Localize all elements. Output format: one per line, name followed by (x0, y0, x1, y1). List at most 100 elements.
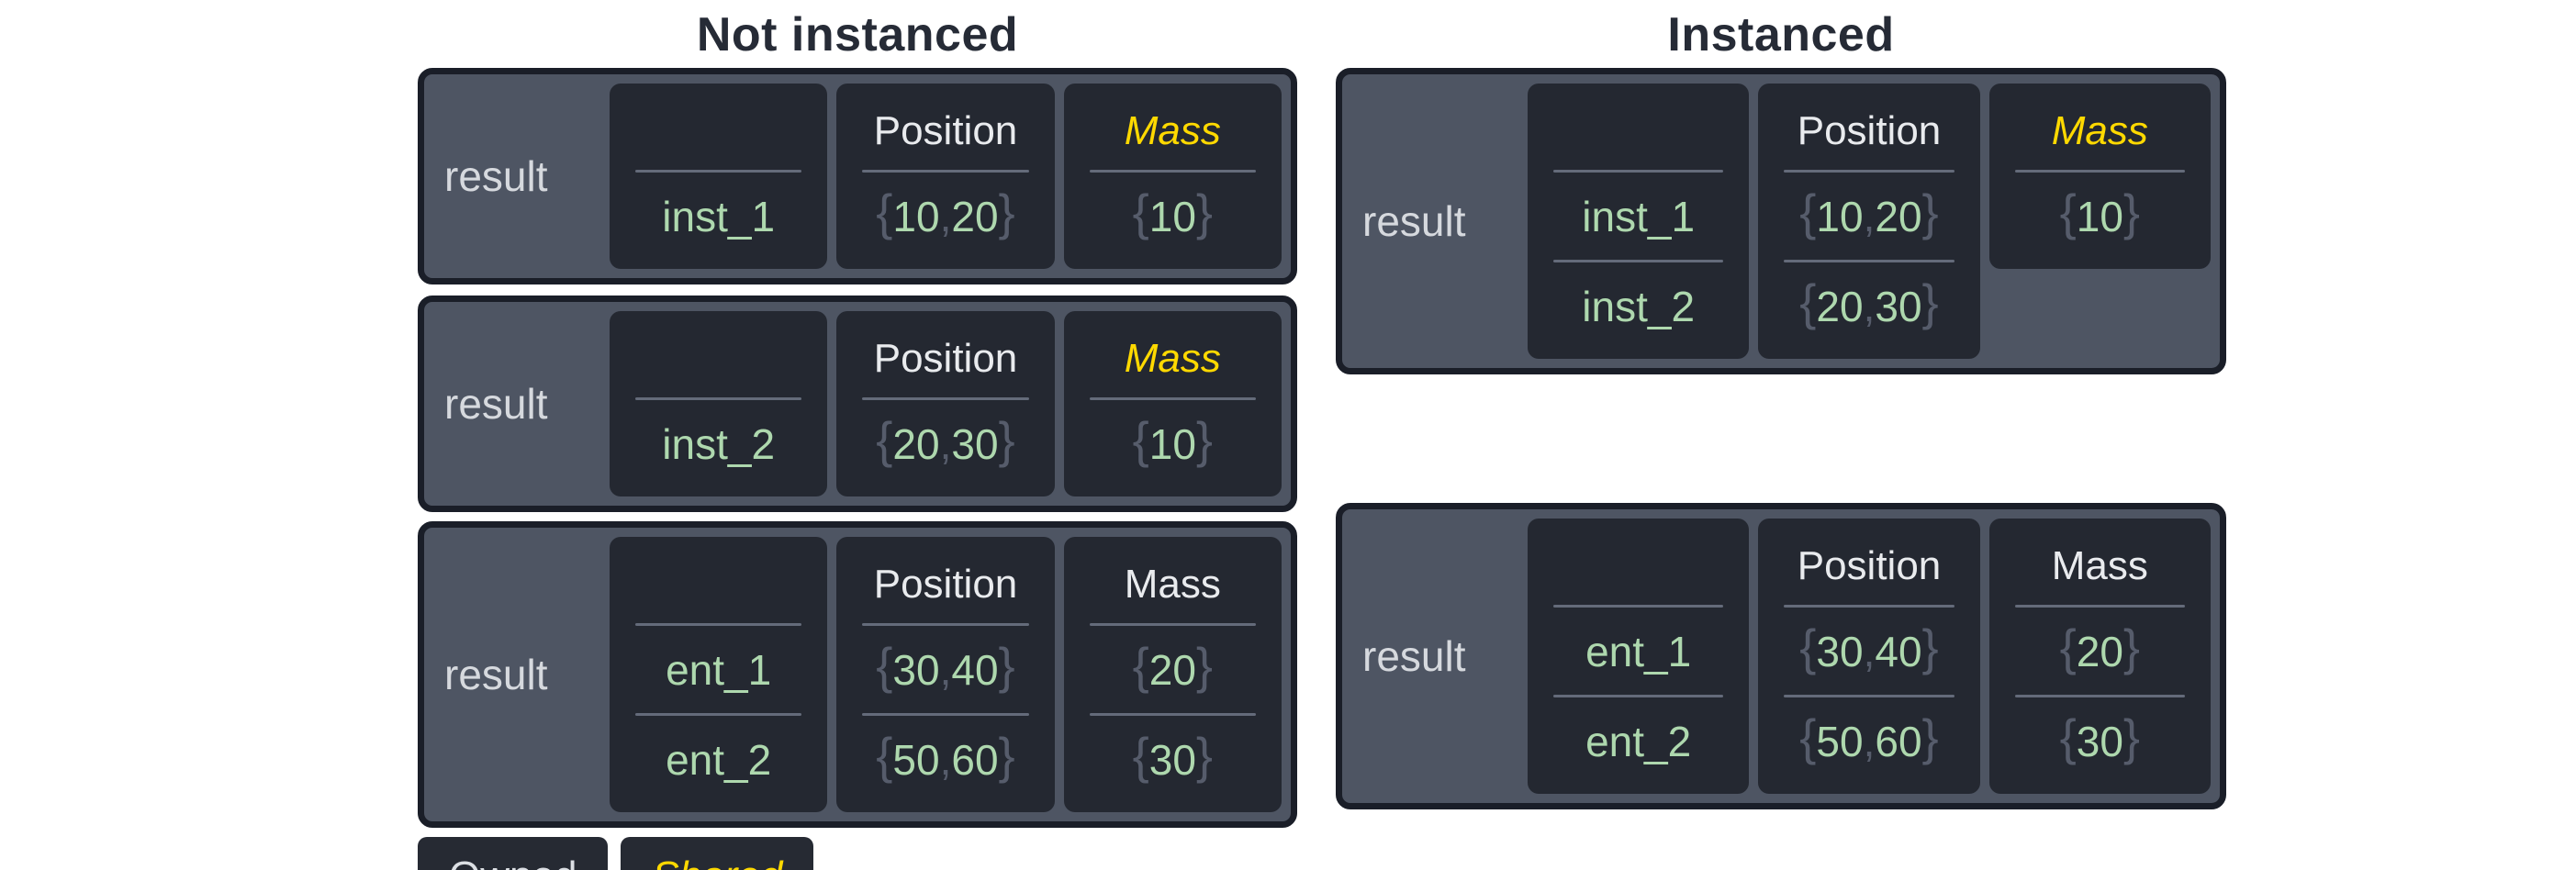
open-brace: { (1132, 412, 1149, 469)
close-brace: } (998, 638, 1015, 695)
column-header-position: Position (873, 108, 1018, 153)
value-number: 50 (892, 735, 940, 784)
header-separator (1784, 605, 1954, 608)
value-comma: , (939, 735, 952, 784)
mass-column: Mass {20} {30} (1063, 537, 1282, 812)
column-header-mass: Mass (2051, 543, 2148, 588)
result-table-not-instanced-2: result inst_2 Position {20, 30} Mass {10… (418, 296, 1297, 512)
mass-value-cell: {20} (1133, 626, 1213, 713)
open-brace: { (1132, 728, 1149, 785)
result-label: result (444, 380, 548, 428)
entity-name-cell: inst_2 (1582, 262, 1695, 350)
open-brace: { (1799, 619, 1817, 676)
position-column: Position {10, 20} (836, 84, 1055, 269)
position-value-cell: {50, 60} (1799, 697, 1938, 785)
header-separator (1784, 170, 1954, 173)
header-separator (635, 397, 802, 400)
open-brace: { (876, 184, 893, 241)
position-column: Position {20, 30} (836, 311, 1055, 496)
entity-name: inst_1 (662, 192, 776, 240)
entity-name: ent_1 (666, 645, 772, 694)
column-header-mass-shared: Mass (2051, 108, 2148, 153)
entity-name: inst_2 (1582, 282, 1696, 330)
open-brace: { (2059, 709, 2077, 766)
value-number: 40 (951, 645, 999, 694)
mass-column-shared-single: Mass {10} (1988, 84, 2211, 269)
header-separator (1089, 397, 1256, 400)
header-separator (2014, 605, 2185, 608)
value-comma: , (1863, 717, 1876, 765)
value-number: 20 (1816, 282, 1864, 330)
value-number: 10 (1816, 192, 1864, 240)
mass-column: Mass {10} (1063, 84, 1282, 269)
row-separator (1784, 695, 1954, 697)
open-brace: { (1799, 274, 1817, 331)
entity-name-cell: ent_2 (666, 716, 771, 803)
value-number: 50 (1816, 717, 1864, 765)
value-comma: , (939, 192, 952, 240)
close-brace: } (1921, 709, 1939, 766)
result-table-instanced-1: result inst_1 inst_2 Position {10, 20} {… (1336, 68, 2226, 374)
position-column: Position {30, 40} {50, 60} (1758, 519, 1980, 794)
value-comma: , (1863, 192, 1876, 240)
not-instanced-column: Not instanced result inst_1 Position {10… (418, 9, 1297, 870)
value-number: 10 (1148, 419, 1196, 468)
column-header-position: Position (1797, 543, 1942, 588)
mass-value-cell: {30} (2060, 697, 2140, 785)
close-brace: } (2122, 184, 2141, 241)
mass-value-cell: {20} (2060, 608, 2140, 695)
close-brace: } (1195, 412, 1214, 469)
entity-name: inst_1 (1582, 192, 1696, 240)
column-header-position: Position (873, 562, 1018, 607)
value-number: 10 (1148, 192, 1196, 240)
header-separator (1553, 170, 1724, 173)
close-brace: } (998, 412, 1015, 469)
header-separator (862, 397, 1029, 400)
open-brace: { (1799, 184, 1817, 241)
row-separator (2014, 695, 2185, 697)
instanced-column: Instanced result inst_1 inst_2 Position … (1336, 9, 2226, 809)
column-header-mass-shared: Mass (1124, 336, 1221, 381)
open-brace: { (2059, 184, 2077, 241)
close-brace: } (998, 184, 1015, 241)
open-brace: { (876, 412, 893, 469)
header-separator (635, 623, 802, 626)
value-number: 10 (2076, 192, 2123, 240)
value-number: 20 (2076, 627, 2123, 675)
close-brace: } (2122, 619, 2141, 676)
open-brace: { (1132, 184, 1149, 241)
close-brace: } (1195, 638, 1214, 695)
header-separator (2014, 170, 2185, 173)
row-separator (1553, 695, 1724, 697)
open-brace: { (876, 728, 893, 785)
entity-name-cell: ent_1 (1585, 608, 1691, 695)
close-brace: } (1195, 184, 1214, 241)
entity-name-cell: inst_1 (662, 173, 775, 260)
row-separator (862, 713, 1029, 716)
position-value-cell: {30, 40} (876, 626, 1014, 713)
value-number: 20 (951, 192, 999, 240)
open-brace: { (2059, 619, 2077, 676)
value-number: 20 (1148, 645, 1196, 694)
header-separator (1553, 605, 1724, 608)
value-number: 30 (1816, 627, 1864, 675)
result-label: result (444, 651, 548, 698)
value-number: 40 (1875, 627, 1922, 675)
close-brace: } (2122, 709, 2141, 766)
value-number: 30 (951, 419, 999, 468)
result-label: result (1362, 632, 1466, 680)
legend: Owned Shared (418, 837, 1297, 870)
position-value-cell: {50, 60} (876, 716, 1014, 803)
entity-name-cell: inst_1 (1582, 173, 1695, 260)
entity-name: inst_2 (662, 419, 776, 468)
open-brace: { (1132, 638, 1149, 695)
entity-name-cell: ent_1 (666, 626, 771, 713)
position-value-cell: {10, 20} (1799, 173, 1938, 260)
result-table-not-instanced-1: result inst_1 Position {10, 20} Mass {10… (418, 68, 1297, 284)
entity-name-cell: ent_2 (1585, 697, 1691, 785)
result-table-not-instanced-3: result ent_1 ent_2 Position {30, 40} {50… (418, 521, 1297, 828)
position-value-cell: {30, 40} (1799, 608, 1938, 695)
value-number: 30 (1875, 282, 1922, 330)
value-number: 30 (2076, 717, 2123, 765)
column-header-mass: Mass (1124, 562, 1221, 607)
